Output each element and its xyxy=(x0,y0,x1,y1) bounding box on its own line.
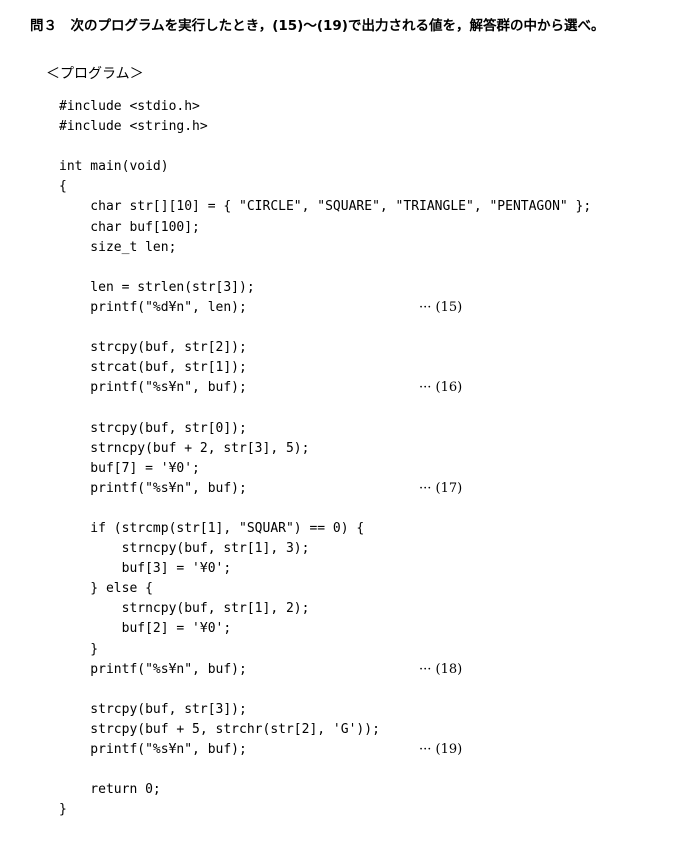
code-line: #include <stdio.h> xyxy=(59,97,591,117)
code-line: strncpy(buf + 2, str[3], 5); xyxy=(59,439,591,459)
code-line-text: strcpy(buf, str[0]); xyxy=(59,420,247,436)
code-line: printf("%s¥n", buf); ··· (17) xyxy=(59,479,591,499)
code-line: { xyxy=(59,177,591,197)
code-line-text: printf("%s¥n", buf); xyxy=(59,742,247,757)
code-line-text: strncpy(buf + 2, str[3], 5); xyxy=(59,440,310,456)
code-line-text: size_t len; xyxy=(59,239,177,255)
code-line xyxy=(59,318,591,338)
code-line-text: #include <stdio.h> xyxy=(59,99,200,114)
code-block: #include <stdio.h> #include <string.h> int… xyxy=(59,97,591,820)
code-line-text: strcpy(buf + 5, strchr(str[2], 'G')); xyxy=(59,721,380,737)
code-line xyxy=(59,137,591,157)
code-line: } xyxy=(59,640,591,660)
code-line: strcpy(buf, str[0]); xyxy=(59,419,591,439)
code-line-text: strcat(buf, str[1]); xyxy=(59,360,247,376)
code-line xyxy=(59,398,591,418)
code-line-text: int main(void) xyxy=(59,159,169,175)
code-line-text: char str[][10] = { "CIRCLE", "SQUARE", "… xyxy=(59,199,592,215)
code-line-text: printf("%s¥n", buf); xyxy=(59,380,247,396)
code-line-text: buf[2] = '¥0'; xyxy=(59,621,232,637)
code-line: } else { xyxy=(59,579,591,599)
code-line-text: #include <string.h> xyxy=(59,119,208,135)
code-line-text: return 0; xyxy=(59,782,161,798)
code-line: strcpy(buf, str[2]); xyxy=(59,338,591,358)
code-line: strncpy(buf, str[1], 3); xyxy=(59,539,591,559)
output-marker: ··· (19) xyxy=(419,742,463,757)
code-line-text: char buf[100]; xyxy=(59,219,200,235)
code-line-text: } xyxy=(59,802,67,818)
code-line xyxy=(59,760,591,780)
output-marker: ··· (16) xyxy=(419,380,463,396)
question-text: 問３ 次のプログラムを実行したとき，(15)～(19)で出力される値を，解答群の… xyxy=(30,18,605,34)
output-marker: ··· (15) xyxy=(419,299,463,315)
output-marker: ··· (18) xyxy=(419,661,463,677)
code-line-text: printf("%s¥n", buf); xyxy=(59,661,247,677)
code-line-text: len = strlen(str[3]); xyxy=(59,279,255,295)
code-line-text: strcpy(buf, str[3]); xyxy=(59,701,247,717)
code-line-text: strncpy(buf, str[1], 2); xyxy=(59,601,310,617)
code-line: printf("%s¥n", buf); ··· (18) xyxy=(59,660,591,680)
code-line: } xyxy=(59,800,591,820)
code-line-text: strcpy(buf, str[2]); xyxy=(59,340,247,356)
code-line-text: { xyxy=(59,179,67,195)
output-marker: ··· (17) xyxy=(419,480,463,496)
code-line: strcpy(buf + 5, strchr(str[2], 'G')); xyxy=(59,720,591,740)
code-line: if (strcmp(str[1], "SQUAR") == 0) { xyxy=(59,519,591,539)
code-line: size_t len; xyxy=(59,238,591,258)
code-line: return 0; xyxy=(59,780,591,800)
code-line-text: if (strcmp(str[1], "SQUAR") == 0) { xyxy=(59,520,365,536)
code-line-text: } else { xyxy=(59,581,153,597)
code-line: char str[][10] = { "CIRCLE", "SQUARE", "… xyxy=(59,197,591,217)
code-line: int main(void) xyxy=(59,157,591,177)
code-line: buf[3] = '¥0'; xyxy=(59,559,591,579)
code-line: printf("%d¥n", len); ··· (15) xyxy=(59,298,591,318)
code-line xyxy=(59,258,591,278)
code-line: strncpy(buf, str[1], 2); xyxy=(59,599,591,619)
code-line-text: printf("%s¥n", buf); xyxy=(59,480,247,496)
code-line-text: printf("%d¥n", len); xyxy=(59,299,247,315)
code-line-text: buf[7] = '¥0'; xyxy=(59,460,200,476)
code-line: buf[2] = '¥0'; xyxy=(59,619,591,639)
code-line: #include <string.h> xyxy=(59,117,591,137)
code-line-text: buf[3] = '¥0'; xyxy=(59,561,232,577)
code-line: strcat(buf, str[1]); xyxy=(59,358,591,378)
code-line-text: } xyxy=(59,641,99,657)
code-line: len = strlen(str[3]); xyxy=(59,278,591,298)
code-line xyxy=(59,680,591,700)
code-line: buf[7] = '¥0'; xyxy=(59,459,591,479)
program-label: ＜プログラム＞ xyxy=(46,66,144,82)
code-line: printf("%s¥n", buf); ··· (16) xyxy=(59,378,591,398)
code-line xyxy=(59,499,591,519)
code-line-text: strncpy(buf, str[1], 3); xyxy=(59,541,310,557)
code-line: strcpy(buf, str[3]); xyxy=(59,700,591,720)
code-line: char buf[100]; xyxy=(59,218,591,238)
code-line: printf("%s¥n", buf); ··· (19) xyxy=(59,740,591,760)
